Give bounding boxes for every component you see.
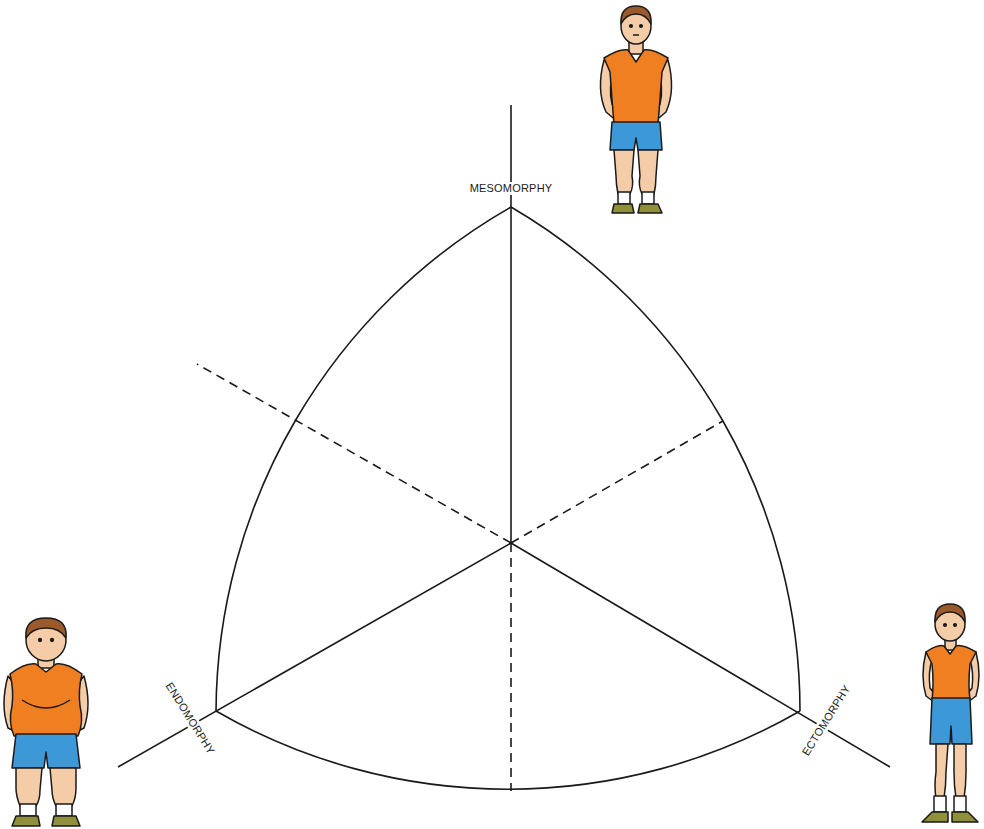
ectomorph-figure [922, 604, 979, 822]
axes [118, 105, 890, 767]
dashed-axis [197, 364, 511, 543]
meso-axis [510, 105, 512, 543]
axis-label: ECTOMORPHY [798, 681, 854, 760]
dashed-axis [511, 421, 723, 543]
right-arc [511, 207, 800, 711]
ecto-axis [511, 543, 890, 767]
dashed-axes [197, 364, 723, 791]
endomorph-figure [4, 618, 88, 826]
mesomorph-figure [600, 6, 671, 213]
reuleaux-triangle [216, 207, 800, 789]
endo-axis [118, 543, 511, 767]
bottom-arc [216, 711, 800, 789]
axis-label: MESOMORPHY [468, 182, 555, 195]
dashed-axis [510, 543, 512, 791]
axis-label: ENDOMORPHY [162, 678, 219, 758]
